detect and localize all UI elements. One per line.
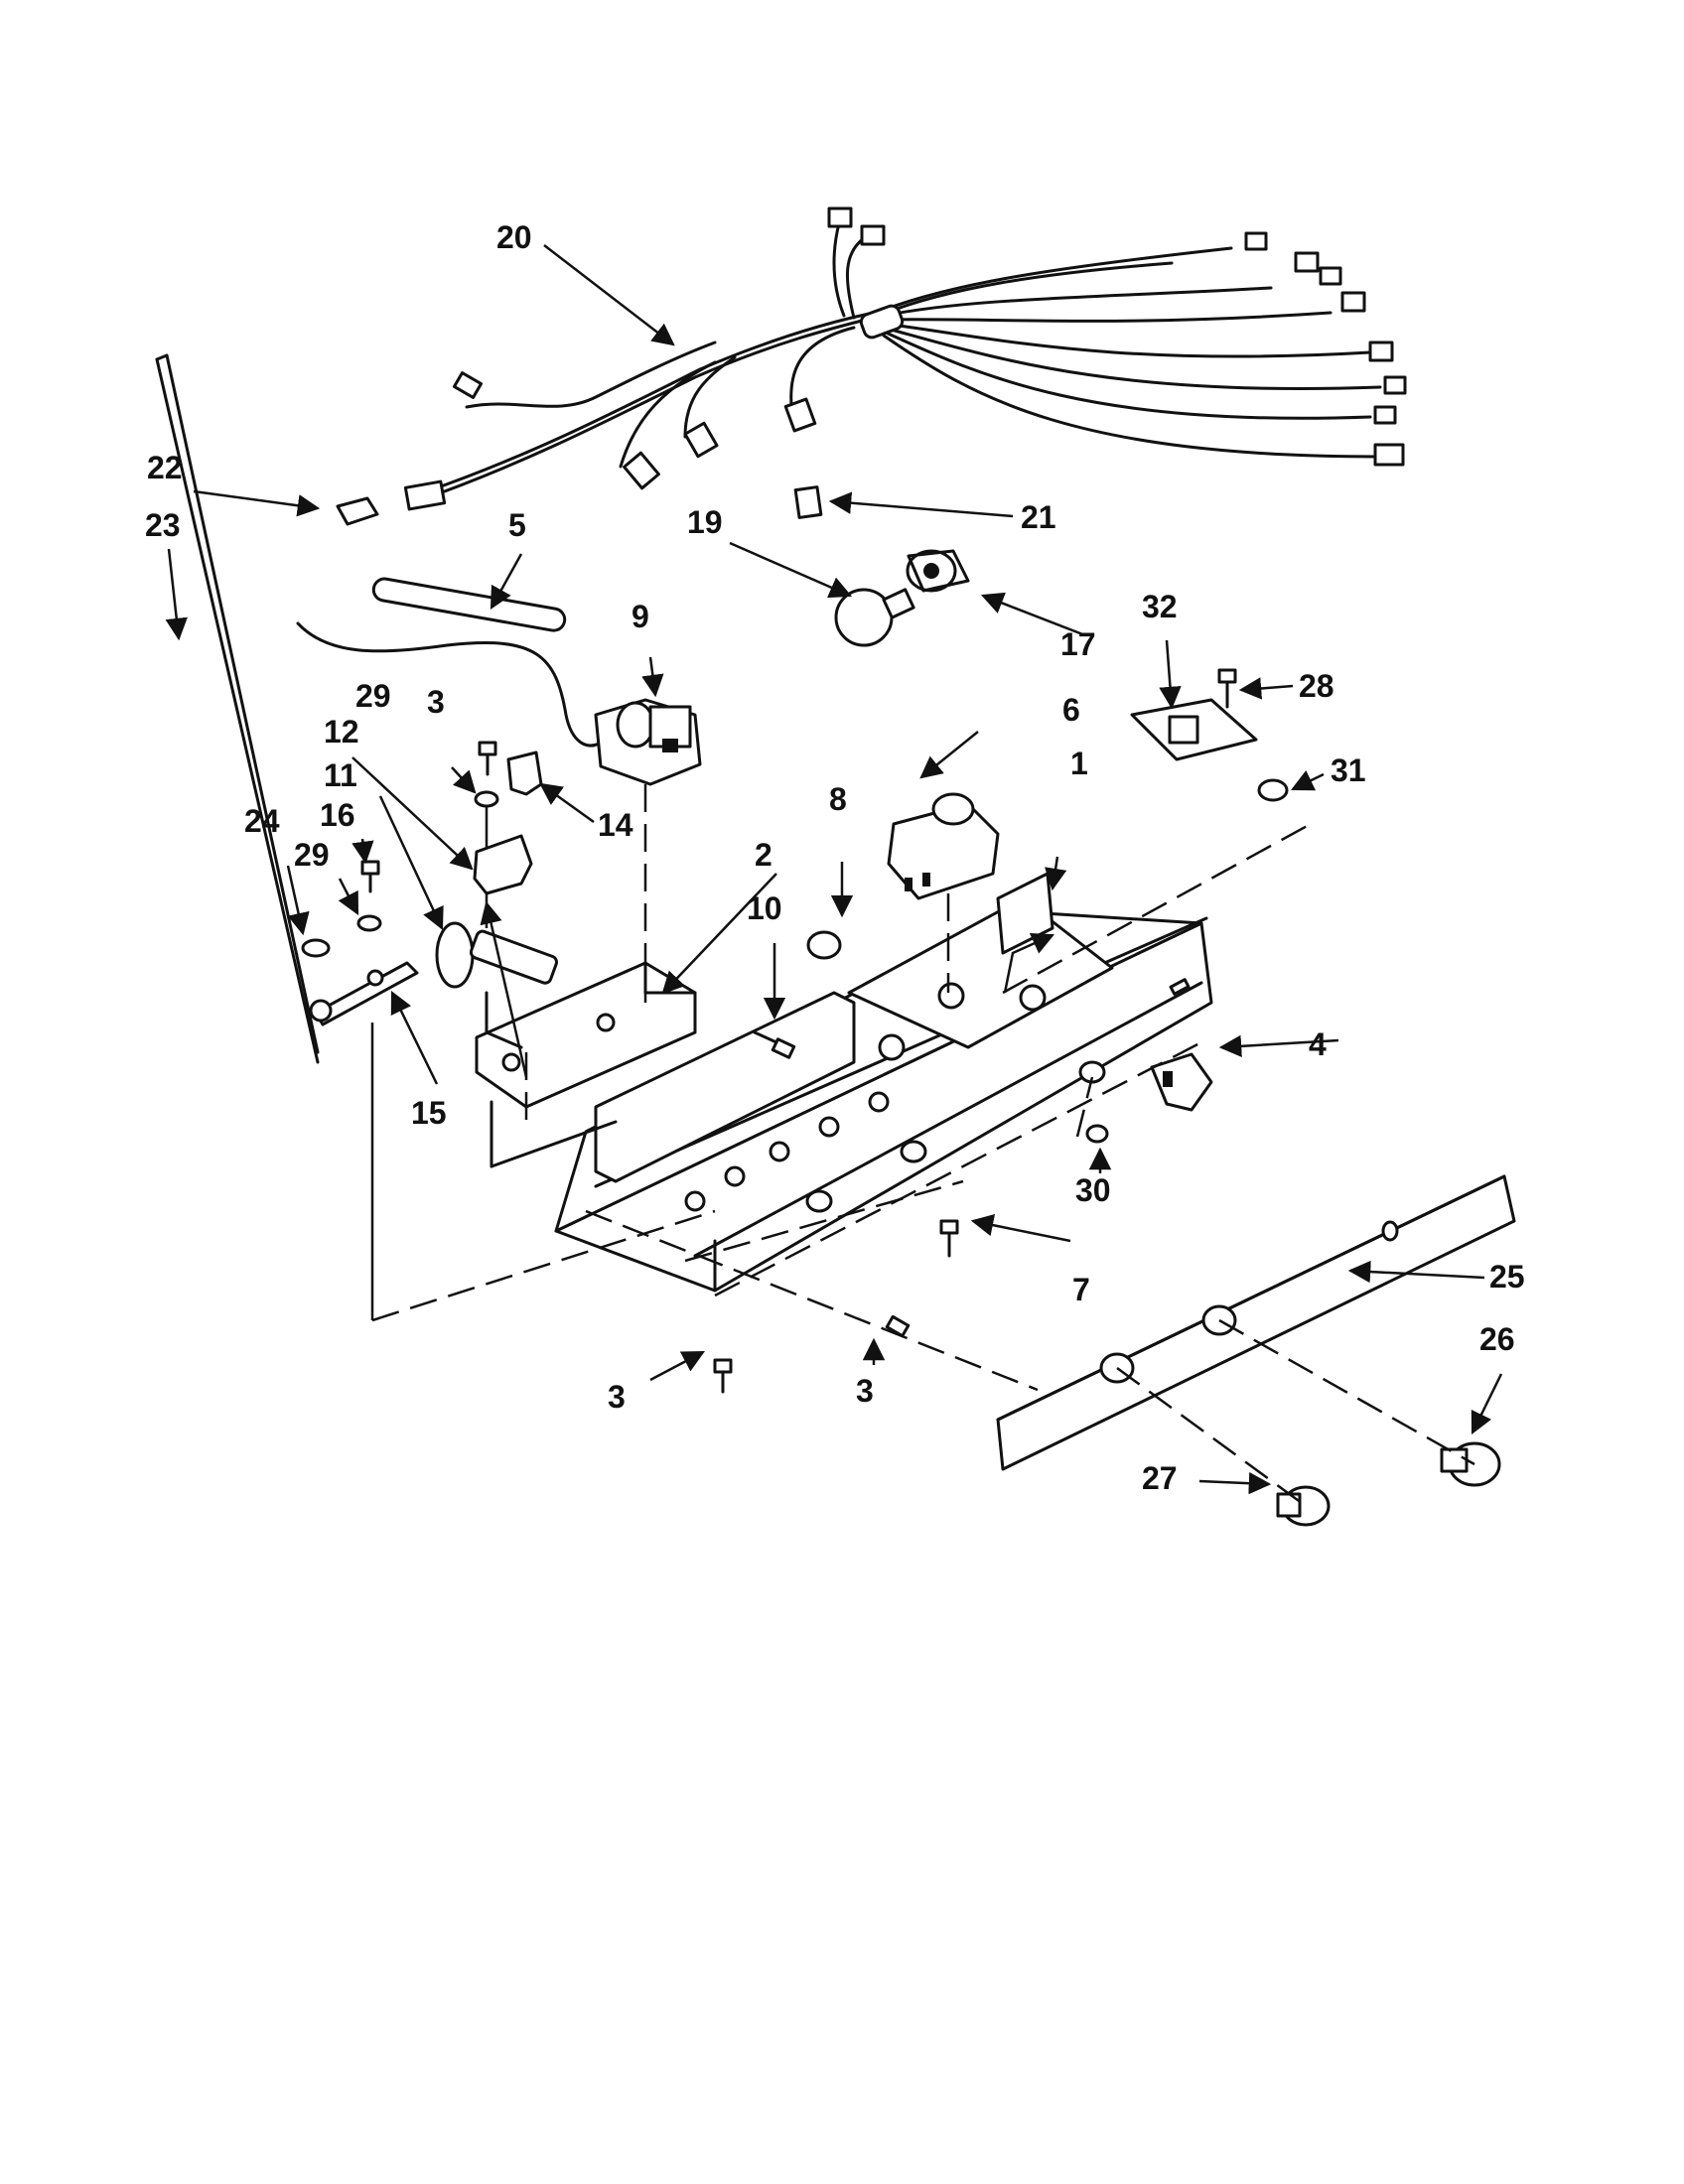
- socket-clip: [793, 485, 823, 519]
- thermostat-clip: [473, 834, 533, 895]
- callout-20: 20: [496, 219, 532, 255]
- callout-19: 19: [687, 504, 723, 540]
- damper-control: [594, 698, 702, 786]
- washer-left: [356, 914, 382, 932]
- control-panel: [996, 1174, 1516, 1471]
- callout-3-left: 3: [608, 1379, 626, 1415]
- callout-14: 14: [598, 807, 633, 843]
- screw-left: [360, 860, 380, 893]
- insulation-block: [506, 751, 543, 796]
- thermostat-capillary: [296, 577, 608, 748]
- callout-labels: 20 22 23 5 21 19 17 9 32 28 29 3 12 11 6…: [145, 219, 1525, 1496]
- callout-21: 21: [1021, 499, 1056, 535]
- heater-wire: [155, 353, 320, 1064]
- callout-3-mid: 3: [856, 1373, 874, 1409]
- callout-2: 2: [755, 837, 772, 873]
- cold-control-thermostat: [435, 921, 559, 1049]
- callout-30: 30: [1075, 1172, 1111, 1208]
- callout-10: 10: [747, 890, 782, 926]
- screw-10: [753, 1030, 796, 1059]
- callout-9: 9: [632, 599, 649, 634]
- callout-31: 31: [1331, 752, 1366, 788]
- callout-22: 22: [147, 450, 183, 485]
- callout-25: 25: [1489, 1259, 1525, 1295]
- callout-3-top: 3: [427, 684, 445, 720]
- control-housing: [554, 872, 1213, 1293]
- callout-7: 7: [1072, 1272, 1090, 1307]
- switch-button: [1085, 1124, 1109, 1144]
- control-knob-left: [1276, 1485, 1331, 1527]
- board-screw: [1217, 668, 1237, 709]
- callout-29-left: 29: [294, 837, 330, 873]
- callout-1: 1: [1070, 746, 1088, 781]
- callout-6: 6: [1062, 692, 1080, 728]
- callout-5: 5: [508, 507, 526, 543]
- screw-7: [939, 1219, 959, 1258]
- screw-top-left: [478, 741, 497, 776]
- defrost-timer: [887, 792, 1000, 900]
- callout-15: 15: [411, 1095, 447, 1131]
- callout-12: 12: [324, 714, 359, 750]
- callout-8: 8: [829, 781, 847, 817]
- light-switch: [1150, 1052, 1213, 1112]
- thermostat-bracket: [475, 961, 697, 1168]
- control-board: [1130, 698, 1258, 761]
- control-lever: [309, 961, 419, 1026]
- assembly-lines: [370, 784, 1475, 1508]
- callout-32: 32: [1142, 589, 1178, 624]
- leader-arrows: [165, 244, 1503, 1495]
- washer-top: [474, 790, 499, 808]
- callout-27: 27: [1142, 1460, 1178, 1496]
- callout-24: 24: [244, 803, 280, 839]
- callout-4: 4: [1309, 1026, 1327, 1062]
- callout-16: 16: [320, 797, 355, 833]
- screw-bottom-left: [713, 1358, 733, 1394]
- washer-far-left: [301, 938, 331, 958]
- callout-29-top: 29: [355, 678, 391, 714]
- callout-28: 28: [1299, 668, 1334, 704]
- callout-17: 17: [1060, 626, 1096, 662]
- board-clip: [1257, 778, 1289, 802]
- callout-11: 11: [324, 757, 357, 793]
- light-bulb: [834, 588, 915, 647]
- harness-clip: [336, 496, 379, 526]
- grommet: [806, 930, 842, 960]
- wiring-harness: [403, 206, 1407, 511]
- screw-bottom-mid: [885, 1314, 911, 1338]
- callout-26: 26: [1479, 1321, 1515, 1357]
- light-socket: [906, 549, 970, 593]
- callout-23: 23: [145, 507, 181, 543]
